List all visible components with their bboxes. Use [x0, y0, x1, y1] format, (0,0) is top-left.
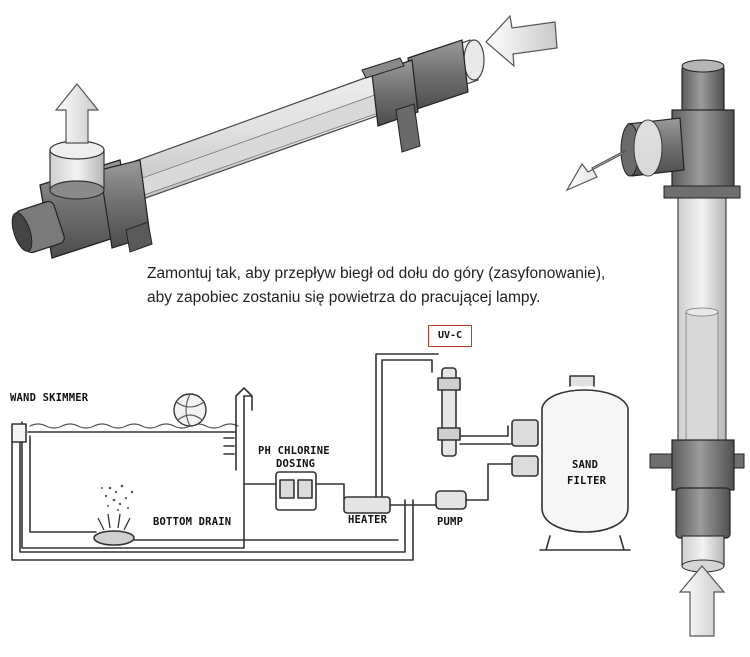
uv-lamp-horizontal [11, 39, 485, 259]
label-sand-filter-line1: SAND [572, 459, 599, 471]
plumbing-schematic [11, 353, 631, 561]
instruction-line-1: Zamontuj tak, aby przepływ biegł od dołu… [147, 265, 606, 282]
uv-lamp-vertical [620, 59, 745, 573]
label-pump: PUMP [437, 516, 464, 528]
flow-arrow-side-outlet [565, 149, 627, 192]
label-bottom-drain: BOTTOM DRAIN [153, 516, 232, 528]
sand-filter-tank [541, 389, 629, 533]
water-surface [29, 423, 239, 429]
instruction-line-2: aby zapobiec zostaniu się powietrza do p… [147, 289, 541, 306]
label-ph-dosing-line2: DOSING [276, 458, 316, 470]
pump-unit [435, 490, 467, 510]
flow-arrow-inlet [485, 14, 558, 68]
mount-foot-right [395, 103, 421, 153]
label-ph-dosing-line1: PH CHLORINE [258, 445, 330, 457]
bottom-drain [93, 530, 135, 546]
bubbles-icon [101, 484, 134, 511]
label-wand-skimmer: WAND SKIMMER [10, 392, 89, 404]
quartz-sleeve [119, 85, 405, 203]
heater-unit [343, 496, 391, 514]
label-heater: HEATER [348, 514, 388, 526]
installation-instructions: Zamontuj tak, aby przepływ biegł od dołu… [147, 262, 667, 310]
spray-lines-icon [97, 513, 131, 531]
label-uvc: UV-C [428, 325, 472, 347]
label-sand-filter-line2: FILTER [567, 475, 607, 487]
flow-arrow-bottom-inlet [678, 565, 726, 637]
pool-ball-icon [173, 393, 207, 427]
pool-basin [21, 395, 245, 549]
mount-foot-left [125, 221, 153, 253]
mount-bracket-top [663, 185, 741, 199]
flow-arrow-outlet [54, 83, 100, 144]
